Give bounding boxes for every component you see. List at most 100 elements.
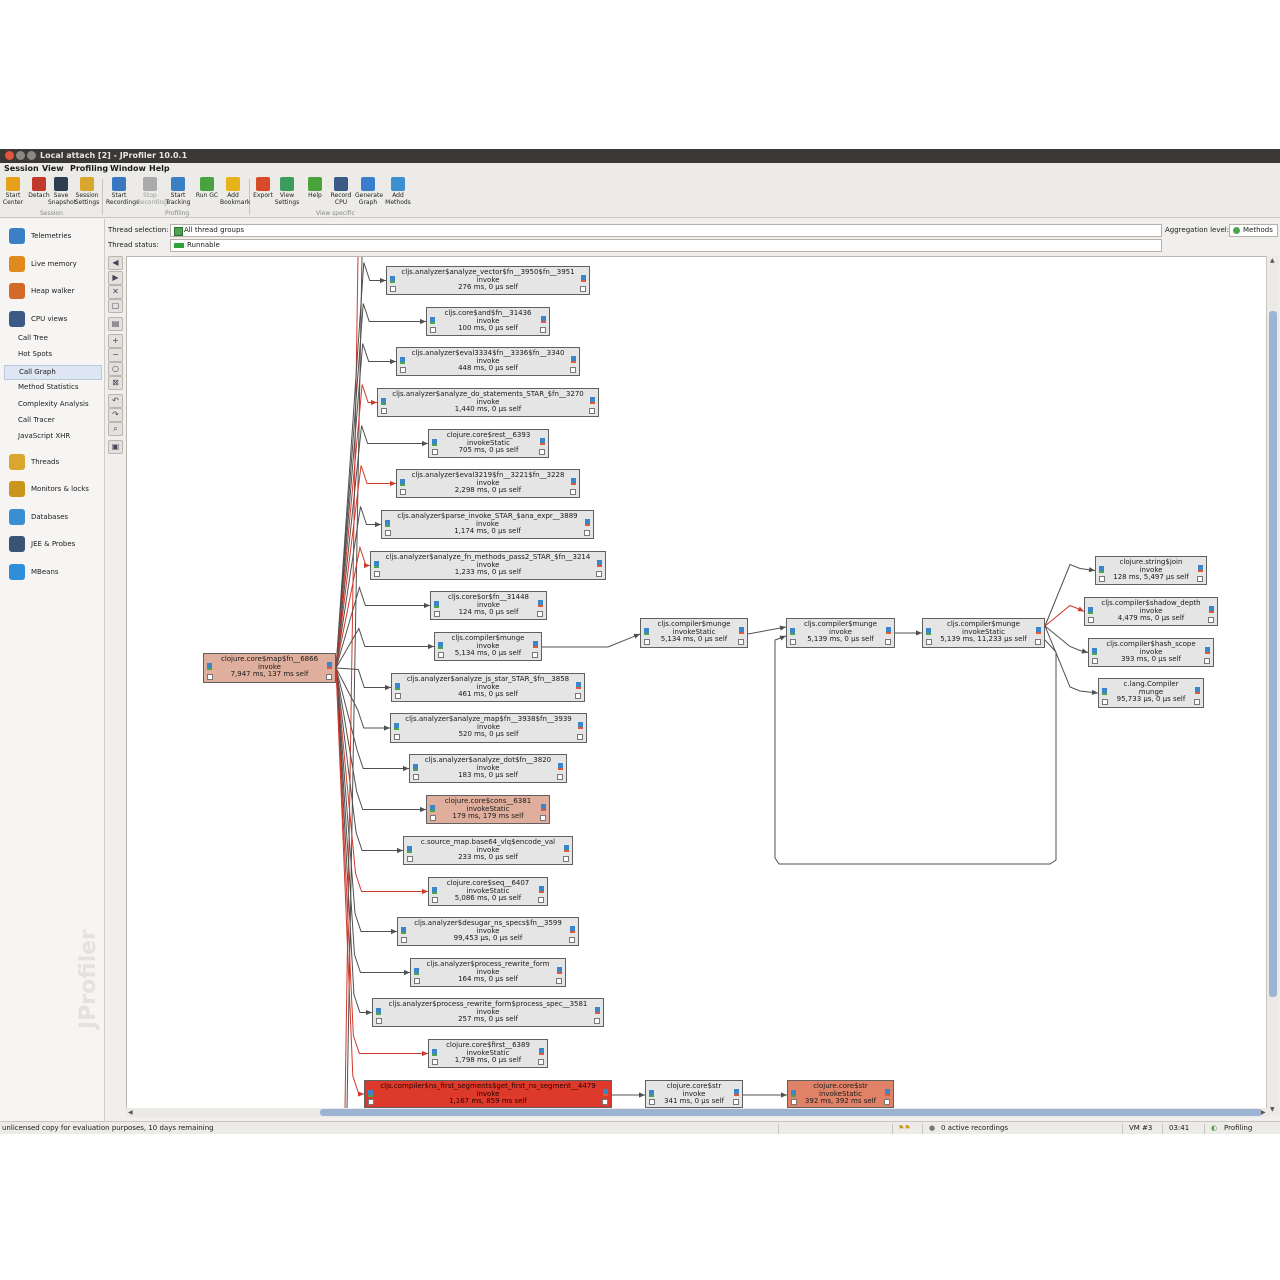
zoom-out-icon[interactable]: − (108, 348, 123, 362)
run-gc-button[interactable]: Run GC (194, 177, 220, 199)
expand-callees-icon[interactable] (733, 1099, 739, 1105)
expand-callees-icon[interactable] (584, 530, 590, 536)
expand-callers-icon[interactable] (926, 639, 932, 645)
sidebar-item-cpu-views[interactable]: CPU views (0, 310, 104, 328)
expand-callees-icon[interactable] (1194, 699, 1200, 705)
expand-callers-icon[interactable] (368, 1099, 374, 1105)
expand-callers-icon[interactable] (432, 1059, 438, 1065)
graph-node[interactable]: cljs.analyzer$process_rewrite_form$proce… (372, 998, 604, 1027)
sidebar-subitem-call-tracer[interactable]: Call Tracer (4, 414, 100, 427)
sidebar-item-threads[interactable]: Threads (0, 453, 104, 471)
back-icon[interactable]: ◀ (108, 256, 123, 270)
graph-node[interactable]: cljs.analyzer$analyze_vector$fn__3950$fn… (386, 266, 590, 295)
expand-callees-icon[interactable] (594, 1018, 600, 1024)
expand-callers-icon[interactable] (390, 286, 396, 292)
scroll-right-icon[interactable]: ▶ (1261, 1109, 1266, 1116)
sidebar-subitem-javascript-xhr[interactable]: JavaScript XHR (4, 430, 100, 443)
expand-callees-icon[interactable] (884, 1099, 890, 1105)
menu-window[interactable]: Window (110, 164, 146, 173)
expand-callees-icon[interactable] (537, 611, 543, 617)
graph-node[interactable]: cljs.analyzer$analyze_fn_methods_pass2_S… (370, 551, 606, 580)
sidebar-item-telemetries[interactable]: Telemetries (0, 227, 104, 245)
record-cpu-button[interactable]: Record CPU (328, 177, 354, 206)
expand-callers-icon[interactable] (385, 530, 391, 536)
expand-callees-icon[interactable] (538, 897, 544, 903)
sidebar-item-live-memory[interactable]: Live memory (0, 255, 104, 273)
expand-callees-icon[interactable] (1208, 617, 1214, 623)
expand-callers-icon[interactable] (430, 815, 436, 821)
expand-callers-icon[interactable] (432, 449, 438, 455)
expand-callees-icon[interactable] (580, 286, 586, 292)
expand-callers-icon[interactable] (791, 1099, 797, 1105)
sidebar-subitem-call-graph[interactable]: Call Graph (4, 364, 102, 380)
session-settings-button[interactable]: Session Settings (74, 177, 100, 206)
sidebar-item-databases[interactable]: Databases (0, 508, 104, 526)
expand-callees-icon[interactable] (575, 693, 581, 699)
expand-callers-icon[interactable] (432, 897, 438, 903)
expand-callers-icon[interactable] (413, 774, 419, 780)
scroll-down-icon[interactable]: ▼ (1270, 1106, 1275, 1113)
find-icon[interactable]: ⌕ (108, 422, 123, 436)
forward-icon[interactable]: ▶ (108, 271, 123, 285)
expand-callees-icon[interactable] (539, 449, 545, 455)
minimize-window-button[interactable] (16, 151, 25, 160)
detach-button[interactable]: Detach (26, 177, 52, 199)
expand-callers-icon[interactable] (394, 734, 400, 740)
expand-callees-icon[interactable] (738, 639, 744, 645)
clear-icon[interactable]: ▤ (108, 317, 123, 331)
generate-graph-button[interactable]: Generate Graph (355, 177, 383, 206)
thread-selection-combo[interactable]: All thread groups (170, 224, 1162, 237)
expand-callers-icon[interactable] (395, 693, 401, 699)
expand-callers-icon[interactable] (644, 639, 650, 645)
expand-callees-icon[interactable] (540, 327, 546, 333)
start-tracking-button[interactable]: Start Tracking (165, 177, 191, 206)
graph-node[interactable]: cljs.analyzer$analyze_do_statements_STAR… (377, 388, 599, 417)
expand-callees-icon[interactable] (589, 408, 595, 414)
fit-icon[interactable]: ⊠ (108, 376, 123, 390)
thread-status-combo[interactable]: Runnable (170, 239, 1162, 252)
undo-icon[interactable]: ↶ (108, 394, 123, 408)
scroll-up-icon[interactable]: ▲ (1270, 257, 1275, 264)
add-bookmark-button[interactable]: Add Bookmark (220, 177, 250, 206)
expand-callers-icon[interactable] (1088, 617, 1094, 623)
expand-callees-icon[interactable] (1204, 658, 1210, 664)
expand-callers-icon[interactable] (207, 674, 213, 680)
expand-callees-icon[interactable] (596, 571, 602, 577)
expand-callers-icon[interactable] (376, 1018, 382, 1024)
redo-icon[interactable]: ↷ (108, 408, 123, 422)
start-recordings-button[interactable]: Start Recordings (106, 177, 139, 206)
sidebar-item-monitors-locks[interactable]: Monitors & locks (0, 480, 104, 498)
graph-node[interactable]: cljs.analyzer$eval3334$fn__3336$fn__3340… (396, 347, 580, 376)
aggregation-level-combo[interactable]: Methods (1229, 224, 1278, 237)
view-settings-button[interactable]: View Settings (274, 177, 300, 206)
expand-callees-icon[interactable] (532, 652, 538, 658)
expand-callers-icon[interactable] (407, 856, 413, 862)
expand-callees-icon[interactable] (569, 937, 575, 943)
graph-node[interactable]: cljs.analyzer$parse_invoke_STAR_$ana_exp… (381, 510, 594, 539)
sidebar-item-heap-walker[interactable]: Heap walker (0, 282, 104, 300)
zoom-in-icon[interactable]: + (108, 334, 123, 348)
help-button[interactable]: Help (302, 177, 328, 199)
graph-node[interactable]: cljs.analyzer$eval3219$fn__3221$fn__3228… (396, 469, 580, 498)
expand-callers-icon[interactable] (374, 571, 380, 577)
expand-callers-icon[interactable] (414, 978, 420, 984)
expand-callers-icon[interactable] (790, 639, 796, 645)
export-graph-icon[interactable]: ▣ (108, 440, 123, 454)
expand-callers-icon[interactable] (400, 367, 406, 373)
maximize-window-button[interactable] (27, 151, 36, 160)
save-snapshot-button[interactable]: Save Snapshot (48, 177, 76, 206)
